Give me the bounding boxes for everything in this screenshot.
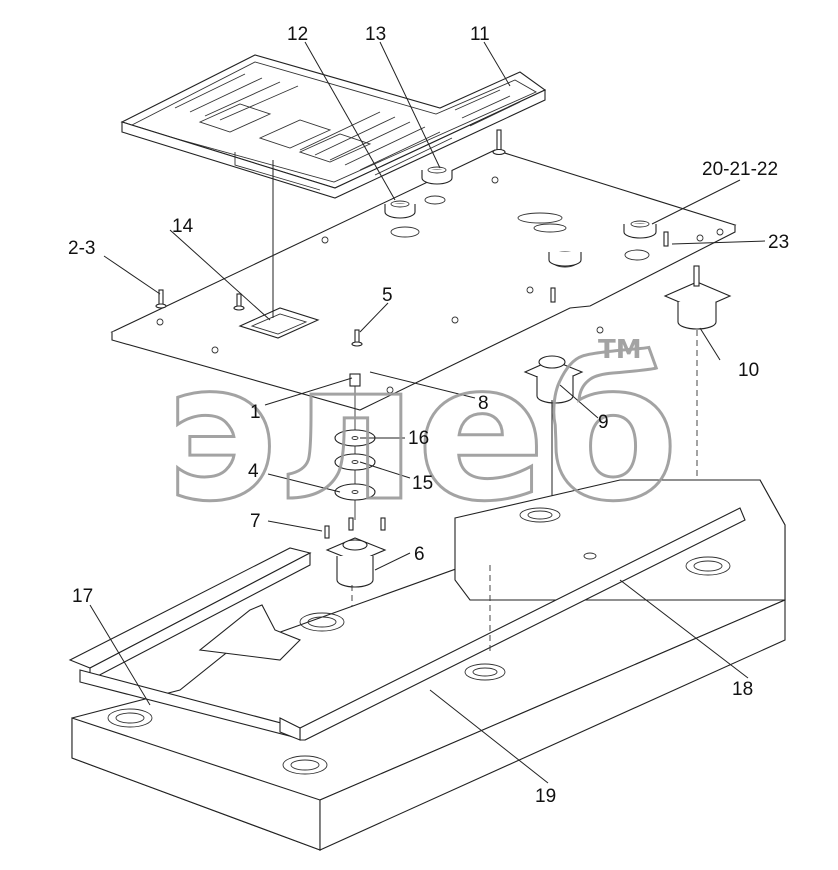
bolts	[155, 129, 669, 539]
callout-19: 19	[535, 786, 556, 807]
isolator-part-12	[384, 200, 416, 219]
trademark-mark: TM	[598, 335, 642, 365]
callout-12: 12	[287, 24, 308, 45]
callout-7: 7	[250, 511, 261, 532]
callout-2-3: 2-3	[68, 238, 95, 259]
frame-body	[68, 479, 786, 851]
isolator-part-20-21-22	[623, 220, 657, 239]
callout-10: 10	[738, 360, 759, 381]
callout-18: 18	[732, 679, 753, 700]
callout-4: 4	[248, 461, 259, 482]
callout-16: 16	[408, 428, 429, 449]
floor-mat-part-11	[120, 54, 547, 199]
callout-labels: 12 13 11 20-21-22 14 2-3 23 5 10 1 8 9 1…	[68, 24, 789, 807]
isolator-part-9	[523, 355, 584, 565]
leader-lines	[89, 41, 766, 784]
isolator-part-10	[663, 265, 732, 560]
callout-1: 1	[250, 402, 261, 423]
callout-9: 9	[598, 412, 609, 433]
plate-part-14	[238, 160, 320, 339]
callout-20-21-22: 20-21-22	[702, 159, 778, 180]
base-plate	[110, 149, 737, 411]
washer-stack	[334, 373, 376, 520]
callout-15: 15	[412, 473, 433, 494]
callout-17: 17	[72, 586, 93, 607]
watermark-logo: элеб	[165, 322, 678, 543]
watermark: элеб TM	[164, 321, 680, 545]
callout-6: 6	[414, 544, 425, 565]
isolator-mid	[548, 251, 582, 267]
callout-11: 11	[470, 24, 490, 45]
callout-14: 14	[172, 216, 194, 237]
isolator-part-13	[421, 166, 453, 185]
callout-13: 13	[365, 24, 386, 45]
callout-5: 5	[382, 285, 393, 306]
callout-23: 23	[768, 232, 789, 253]
callout-8: 8	[478, 393, 489, 414]
